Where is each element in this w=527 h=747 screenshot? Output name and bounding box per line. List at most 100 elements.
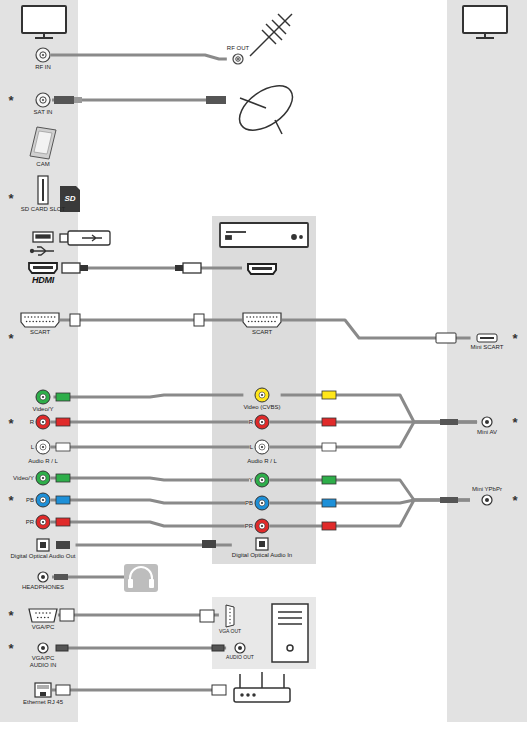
icon-part xyxy=(41,646,45,650)
port-icon xyxy=(232,53,244,65)
icon-part xyxy=(482,417,492,427)
icon-part xyxy=(229,622,230,623)
icon-part xyxy=(229,619,230,620)
usb-port xyxy=(36,235,50,238)
port: Ethernet RJ 45 xyxy=(23,682,63,706)
port-icon xyxy=(254,472,270,488)
port-label: L xyxy=(250,444,253,451)
icon-part xyxy=(40,519,46,525)
icon-part xyxy=(259,477,265,483)
pc xyxy=(272,604,308,662)
port: VGA OUT xyxy=(219,604,241,635)
icon-part xyxy=(49,612,51,614)
headphones-cable xyxy=(128,579,133,588)
vga-plug xyxy=(212,645,224,651)
rca-plug xyxy=(56,443,70,451)
icon-part xyxy=(21,313,59,327)
port-label: R xyxy=(249,419,253,426)
port: R xyxy=(249,414,270,430)
optional-mark: * xyxy=(8,332,13,346)
icon-part xyxy=(37,316,39,318)
port-label: RF OUT xyxy=(227,45,249,52)
port-label: PB xyxy=(26,497,34,504)
port-label-group: RF OUT xyxy=(227,45,249,52)
icon-part xyxy=(236,57,241,62)
port-label-group: Digital Optical Audio Out xyxy=(10,553,75,560)
port-label: Digital Optical Audio In xyxy=(232,552,292,559)
scart-plug xyxy=(436,333,456,343)
icon-part xyxy=(41,316,43,318)
cable xyxy=(51,55,227,59)
icon-part xyxy=(40,542,46,548)
icon-part xyxy=(259,392,265,398)
port-label-group: R xyxy=(249,419,253,426)
icon-part xyxy=(40,692,46,696)
port-label: Mini SCART xyxy=(471,344,504,351)
tv-icon xyxy=(476,37,494,39)
antenna xyxy=(266,24,282,40)
icon-part xyxy=(482,495,492,505)
antenna xyxy=(250,14,292,56)
rca-plug xyxy=(322,499,336,507)
icon-part xyxy=(35,612,37,614)
port: Digital Optical Audio Out xyxy=(10,538,75,560)
icon-part xyxy=(261,502,263,504)
icon-part xyxy=(235,643,245,653)
port-label-group: SCART xyxy=(252,329,272,336)
rca-plug xyxy=(322,418,336,426)
icon-part xyxy=(42,321,44,323)
icon-part xyxy=(36,415,50,429)
satellite-dish xyxy=(232,77,301,139)
port: PB xyxy=(245,495,270,511)
icon-part xyxy=(256,538,268,550)
port-label: Video/Y xyxy=(13,475,34,482)
pc xyxy=(272,604,308,662)
icon-part xyxy=(259,316,261,318)
icon-part xyxy=(226,605,234,627)
satellite-cable xyxy=(52,96,226,104)
device-panel xyxy=(0,0,78,722)
cable xyxy=(51,478,249,480)
headphones-cable xyxy=(54,574,68,580)
port: VGA/PC AUDIO IN xyxy=(26,642,60,669)
icon-part xyxy=(36,390,50,404)
icon-part xyxy=(40,394,46,400)
port-icon xyxy=(35,439,51,455)
port: VGA/PC xyxy=(28,608,58,631)
port-icon xyxy=(35,389,51,405)
port-icon xyxy=(35,514,51,530)
scart-plug xyxy=(70,314,456,343)
icon-part xyxy=(54,316,56,318)
cable xyxy=(270,422,477,447)
port-label: SD CARD SLOT xyxy=(21,206,65,213)
port: Video (CVBS) xyxy=(243,387,280,411)
pc xyxy=(278,617,302,619)
headphones-cable xyxy=(130,567,152,583)
icon-part xyxy=(44,316,46,318)
icon-part xyxy=(259,419,265,425)
icon-part xyxy=(44,616,46,618)
port-label-group: SD CARD SLOT xyxy=(21,206,65,213)
icon-part xyxy=(261,446,263,448)
port-label-group: SCART xyxy=(30,329,50,336)
port-icon xyxy=(225,604,235,628)
icon-part xyxy=(259,523,265,529)
icon-part xyxy=(233,54,243,64)
port-label: Video/Y xyxy=(33,406,54,413)
vga-plug xyxy=(60,609,74,621)
rca-plug xyxy=(56,518,70,526)
icon-part xyxy=(42,396,44,398)
media-player xyxy=(220,223,308,247)
router xyxy=(239,674,241,688)
icon-part xyxy=(29,321,31,323)
port: PR xyxy=(26,514,51,530)
port-label-group: L xyxy=(250,444,253,451)
icon-part xyxy=(46,685,47,689)
port-label: RF IN xyxy=(35,64,51,71)
port-label: VGA/PC AUDIO IN xyxy=(26,655,60,669)
media-player xyxy=(300,236,302,238)
icon-part xyxy=(38,572,48,582)
port-icon xyxy=(254,387,270,403)
port-icon xyxy=(35,92,51,108)
